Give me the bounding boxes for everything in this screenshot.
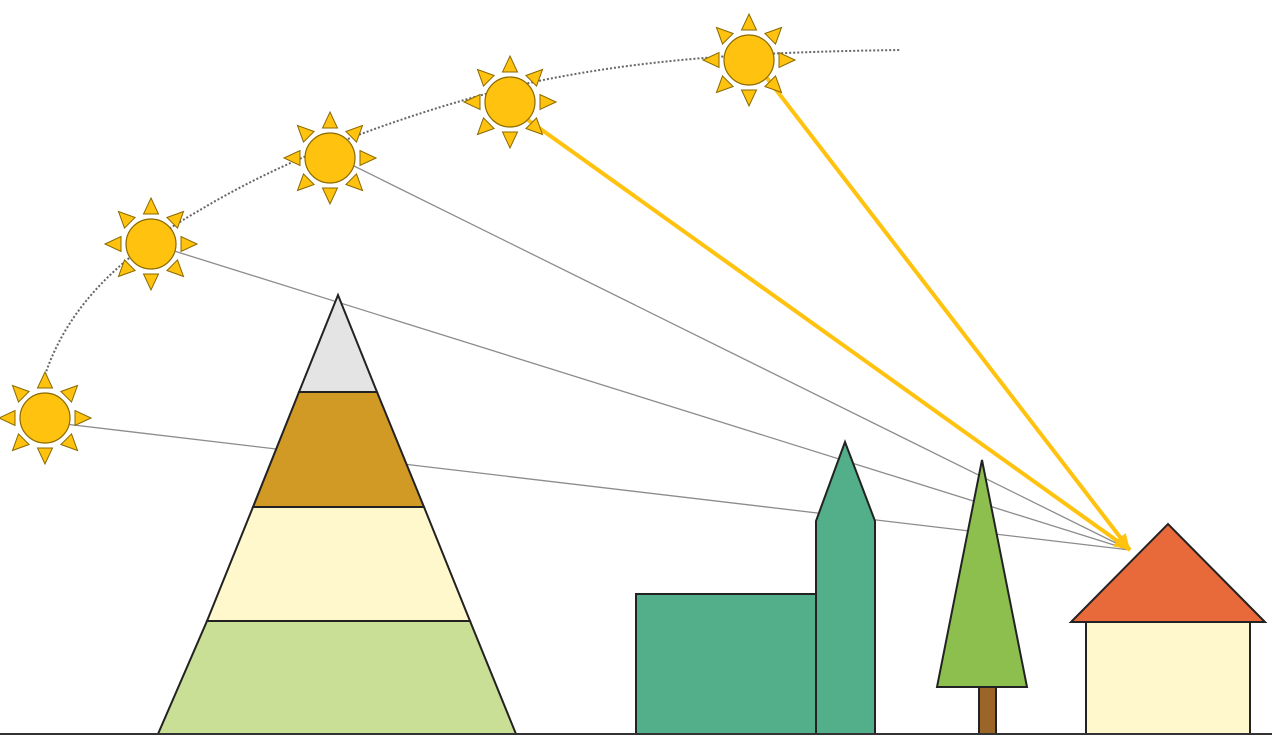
sun-2-ray	[170, 249, 1131, 551]
sun-ray-spike	[117, 210, 136, 229]
sun-ray-spike	[715, 26, 734, 45]
mountain-snow-layer	[297, 292, 379, 393]
sun-ray-spike	[142, 273, 160, 292]
sun-ray-spike	[740, 89, 758, 108]
sun-disc	[304, 132, 356, 184]
sun-ray-spike	[476, 117, 495, 136]
sun-ray-spike	[476, 68, 495, 87]
sun-disc	[125, 218, 177, 270]
sun-ray-spike	[103, 235, 122, 253]
sun-ray-spike	[166, 210, 185, 229]
church-nave	[635, 593, 817, 735]
sun-5-arrowhead	[1114, 533, 1130, 550]
sun-disc	[19, 392, 71, 444]
sun-ray-spike	[36, 370, 54, 389]
tree-crown	[935, 459, 1029, 688]
sun-ray-spike	[36, 447, 54, 466]
mountain-meadow-layer	[205, 506, 472, 622]
sun-ray-spike	[166, 259, 185, 278]
sun-ray-spike	[345, 173, 364, 192]
sun-ray-spike	[715, 75, 734, 94]
sun-5	[701, 12, 797, 108]
sun-4-ray	[526, 118, 1132, 552]
sun-ray-spike	[117, 259, 136, 278]
sun-ray-spike	[60, 384, 79, 403]
sun-ray-spike	[764, 26, 783, 45]
sun-ray-spike	[345, 124, 364, 143]
sun-ray-spike	[60, 433, 79, 452]
sun-3-ray	[349, 163, 1131, 551]
sun-ray-spike	[296, 124, 315, 143]
sun-ray-spike	[321, 110, 339, 129]
sun-ray-spike	[764, 75, 783, 94]
sun-ray-spike	[296, 173, 315, 192]
tree-trunk	[978, 686, 997, 735]
sun-ray-spike	[740, 12, 758, 31]
sun-3	[282, 110, 378, 206]
house-roof	[1068, 522, 1268, 623]
sun-1	[0, 370, 93, 466]
sun-ray-spike	[321, 187, 339, 206]
sun-ray-spike	[539, 93, 558, 111]
sun-5-ray	[765, 76, 1132, 552]
sun-ray-spike	[11, 433, 30, 452]
sun-1-ray	[64, 423, 1131, 551]
sun-ray-spike	[282, 149, 301, 167]
sun-ray-spike	[778, 51, 797, 69]
sun-ray-spike	[11, 384, 30, 403]
sun-4	[462, 54, 558, 150]
sun-ray-spike	[501, 131, 519, 150]
sun-ray-spike	[142, 196, 160, 215]
suns	[0, 12, 797, 466]
sun-ray-spike	[0, 409, 16, 427]
house	[1068, 522, 1268, 735]
sun-ray-spike	[501, 54, 519, 73]
sun-ray-spike	[180, 235, 199, 253]
sun-ray-spike	[74, 409, 93, 427]
sun-disc	[484, 76, 536, 128]
sun-ray-spike	[525, 117, 544, 136]
sun-ray-spike	[462, 93, 481, 111]
church	[635, 439, 876, 735]
sun-ray-spike	[359, 149, 378, 167]
house-wall	[1085, 621, 1251, 735]
sun-rays	[64, 76, 1132, 552]
sun-2	[103, 196, 199, 292]
sun-ray-spike	[525, 68, 544, 87]
sun-ray-spike	[701, 51, 720, 69]
mountain-base-layer	[156, 620, 518, 735]
sun-disc	[723, 34, 775, 86]
